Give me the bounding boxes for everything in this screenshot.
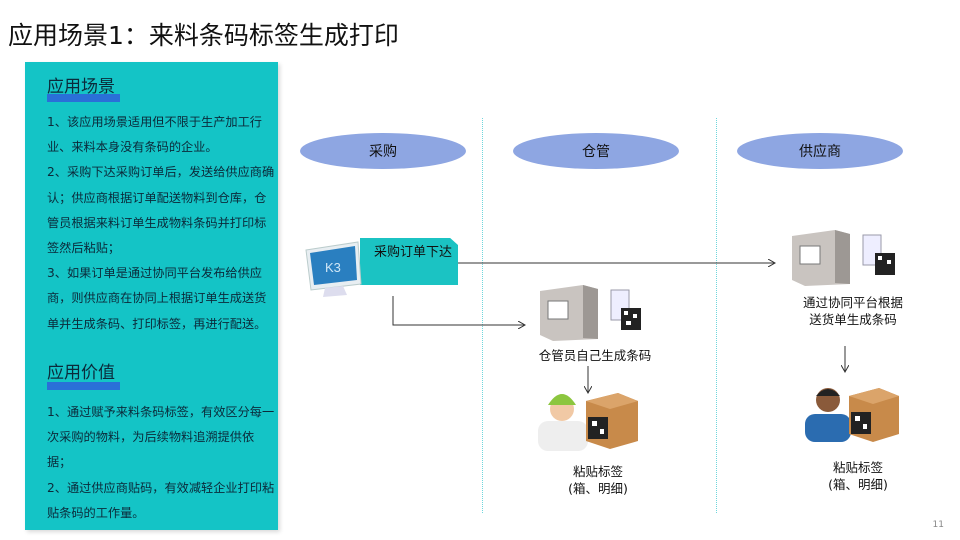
supplier-paste-caption: 粘贴标签 (箱、明细) — [828, 459, 888, 493]
lane-purchase: 采购 — [300, 133, 466, 169]
paste-label: 粘贴标签 — [572, 464, 624, 479]
lane-divider — [716, 118, 717, 513]
supplier-generate-caption: 通过协同平台根据 送货单生成条码 — [803, 294, 903, 328]
value-heading: 应用价值 — [47, 363, 115, 383]
page-number: 11 — [932, 520, 944, 530]
lane-warehouse: 仓管 — [513, 133, 679, 169]
order-label: 采购订单下达 — [373, 245, 452, 260]
paste-sublabel: (箱、明细) — [828, 477, 888, 492]
lane-supplier: 供应商 — [737, 133, 903, 169]
scenario-text: 1、该应用场景适用但不限于生产加工行业、来料本身没有条码的企业。 2、采购下达采… — [47, 110, 277, 337]
value-line: 1、通过赋予来料条码标签，有效区分每一次采购的物料，为后续物料追溯提供依据； — [47, 405, 275, 470]
scenario-line: 2、采购下达采购订单后，发送给供应商确认；供应商根据订单配送物料到仓库，仓管员根… — [47, 165, 275, 256]
paste-sublabel: (箱、明细) — [568, 481, 628, 496]
scenario-line: 1、该应用场景适用但不限于生产加工行业、来料本身没有条码的企业。 — [47, 115, 262, 155]
warehouse-printer-icon — [540, 285, 641, 341]
warehouse-worker-box-icon — [538, 393, 638, 451]
supplier-person-box-icon — [805, 388, 899, 442]
k3-monitor-icon: K3 — [305, 241, 362, 297]
order-box: 采购订单下达 — [360, 238, 458, 285]
value-line: 2、通过供应商贴码，有效减轻企业打印粘贴条码的工作量。 — [47, 480, 275, 520]
paste-label: 粘贴标签 — [832, 460, 884, 475]
heading-underline — [47, 382, 120, 390]
svg-text:K3: K3 — [325, 260, 341, 275]
supplier-caption-line: 通过协同平台根据 — [802, 295, 904, 310]
value-text: 1、通过赋予来料条码标签，有效区分每一次采购的物料，为后续物料追溯提供依据； 2… — [47, 400, 277, 526]
lane-divider — [482, 118, 483, 513]
arrow-to-warehouse — [392, 296, 525, 325]
scenario-heading: 应用场景 — [47, 77, 115, 97]
slide-title: 应用场景1：来料条码标签生成打印 — [8, 21, 399, 50]
warehouse-generate-caption: 仓管员自己生成条码 — [538, 348, 652, 363]
scenario-line: 3、如果订单是通过协同平台发布给供应商，则供应商在协同上根据订单生成送货单并生成… — [47, 266, 267, 331]
supplier-caption-line: 送货单生成条码 — [809, 312, 897, 327]
supplier-printer-icon — [792, 230, 895, 286]
heading-underline — [47, 94, 120, 102]
info-panel: 应用场景 1、该应用场景适用但不限于生产加工行业、来料本身没有条码的企业。 2、… — [25, 62, 278, 530]
warehouse-paste-caption: 粘贴标签 (箱、明细) — [568, 463, 628, 497]
